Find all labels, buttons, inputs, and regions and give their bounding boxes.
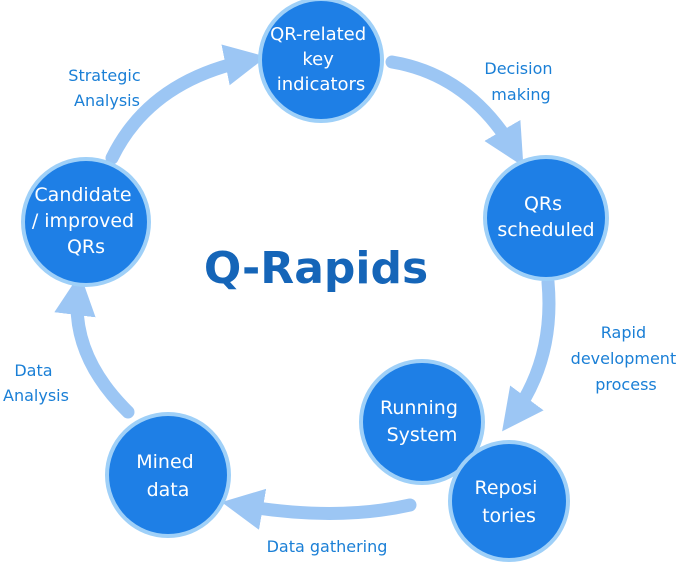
node-qrs-scheduled: QRs scheduled xyxy=(483,155,609,281)
node-label-line: Mined xyxy=(136,451,193,473)
node-mined-data: Mined data xyxy=(105,412,231,538)
node-circle xyxy=(448,440,570,562)
node-circle xyxy=(105,412,231,538)
diagram-title: Q-Rapids xyxy=(204,243,428,294)
svg-text:Reposi tories: Reposi tories xyxy=(475,477,544,527)
node-candidate-improved-qrs: Candidate / improved QRs xyxy=(21,157,151,287)
node-label-line: scheduled xyxy=(497,219,594,241)
arrow-indicators-to-scheduled xyxy=(385,55,524,167)
node-circle xyxy=(21,157,151,287)
edge-label-data-gathering: Data gathering xyxy=(267,537,388,556)
node-running-system: Running System xyxy=(359,359,485,485)
node-label-line: key xyxy=(302,49,334,70)
edge-label-data-analysis: Data Analysis xyxy=(3,361,69,405)
node-label-line: Running xyxy=(380,397,458,419)
node-label-line: Candidate xyxy=(34,184,131,206)
node-label-line: QRs xyxy=(67,236,105,258)
node-label-line: QR-related xyxy=(270,24,366,45)
node-repositories: Reposi tories xyxy=(448,440,570,562)
arrow-mined-to-candidate xyxy=(54,273,135,419)
node-circle xyxy=(258,0,384,123)
node-circle xyxy=(359,359,485,485)
node-label-line: / improved xyxy=(32,210,134,232)
node-label-line: System xyxy=(387,424,458,446)
node-label-line: data xyxy=(147,479,190,501)
node-circle xyxy=(483,155,609,281)
svg-text:Running System: Running System xyxy=(380,397,464,446)
node-label-line: indicators xyxy=(277,74,366,95)
svg-text:Mined data: Mined data xyxy=(136,451,200,501)
svg-text:QR-related key ind: QR-related key indicators xyxy=(270,24,372,95)
svg-text:Candidate / improved: Candidate / improved QRs xyxy=(32,184,140,258)
edge-label-strategic-analysis: Strategic Analysis xyxy=(68,66,145,110)
node-label-line: QRs xyxy=(524,193,562,215)
svg-text:QRs scheduled: QRs scheduled xyxy=(497,193,594,241)
arrows xyxy=(54,44,556,530)
node-qr-key-indicators: QR-related key indicators xyxy=(258,0,384,123)
arrow-strategic-to-indicators xyxy=(105,44,267,165)
node-label-line: tories xyxy=(482,505,536,527)
arrow-repositories-to-mined xyxy=(221,488,417,530)
edge-label-rapid-development: Rapid development process xyxy=(571,323,682,394)
edge-label-decision-making: Decision making xyxy=(484,59,557,104)
arrow-scheduled-to-running xyxy=(502,275,556,432)
node-label-line: Reposi xyxy=(475,477,538,499)
